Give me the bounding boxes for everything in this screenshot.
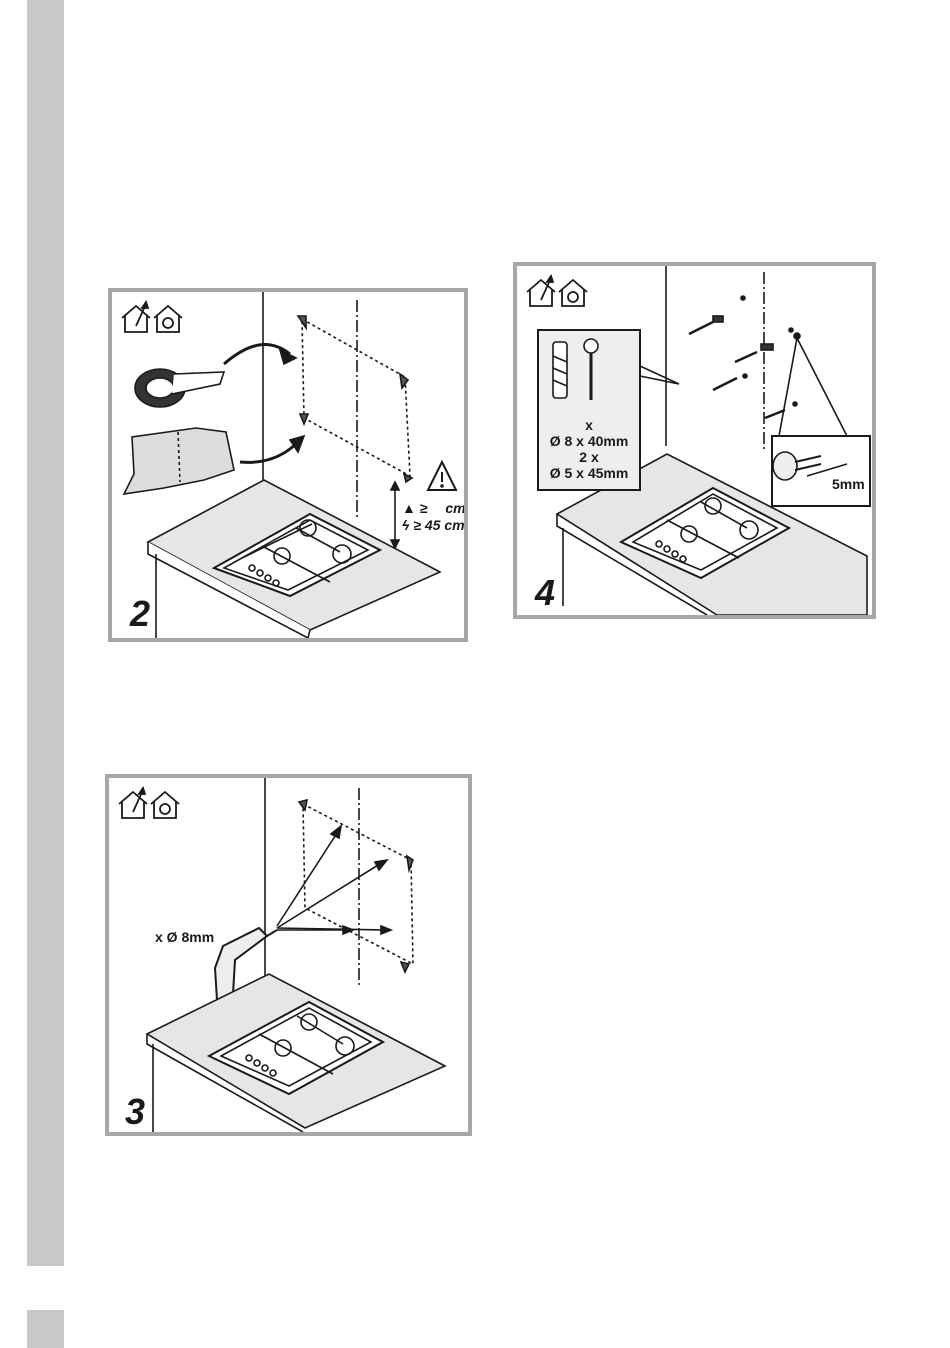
figure-step-3: x Ø 8mm 3	[105, 774, 472, 1136]
figure-step-4: x Ø 8 x 40mm 2 x Ø 5 x 45mm 5mm 4	[513, 262, 876, 619]
template-sheet	[303, 804, 413, 964]
screw-head	[584, 339, 598, 353]
curved-arrow	[240, 442, 298, 462]
step-number: 2	[130, 596, 150, 632]
curved-arrow	[224, 345, 290, 364]
step-number: 4	[535, 575, 555, 611]
screw	[735, 352, 757, 362]
ventilation-icons	[122, 302, 182, 332]
template-sheet	[302, 319, 410, 476]
drill-line	[277, 862, 383, 928]
tape-corner	[400, 374, 408, 388]
lightning-icon: ϟ	[402, 517, 409, 533]
wall-plug	[553, 342, 567, 398]
margin-bar	[27, 0, 64, 1266]
paper-sheet	[124, 428, 234, 494]
drill-bit-label: x Ø 8mm	[155, 930, 214, 945]
screw-head-detail	[773, 452, 797, 480]
tape-corner	[404, 474, 412, 482]
drill-line	[277, 830, 339, 926]
screw	[689, 322, 713, 334]
tape-corner	[300, 414, 308, 424]
ventilation-icons	[527, 276, 587, 306]
ventilation-icons	[119, 788, 179, 818]
page-tab	[27, 1310, 64, 1348]
screw	[713, 378, 737, 390]
step-number: 3	[125, 1094, 145, 1130]
figure-step-2: 2 ▲ ≥ cm ϟ ≥ 45 cm	[108, 288, 468, 642]
detail-dimension: 5mm	[832, 477, 865, 492]
parts-list: x Ø 8 x 40mm 2 x Ø 5 x 45mm	[539, 417, 639, 481]
tape-corner	[298, 316, 306, 328]
illustration-step-2	[112, 292, 464, 638]
gas-flame-icon: ▲	[402, 500, 416, 516]
electric-clearance-label: ϟ ≥ 45 cm	[402, 518, 465, 533]
gas-clearance-label: ▲ ≥ cm	[402, 501, 466, 516]
illustration-step-3	[109, 778, 468, 1132]
